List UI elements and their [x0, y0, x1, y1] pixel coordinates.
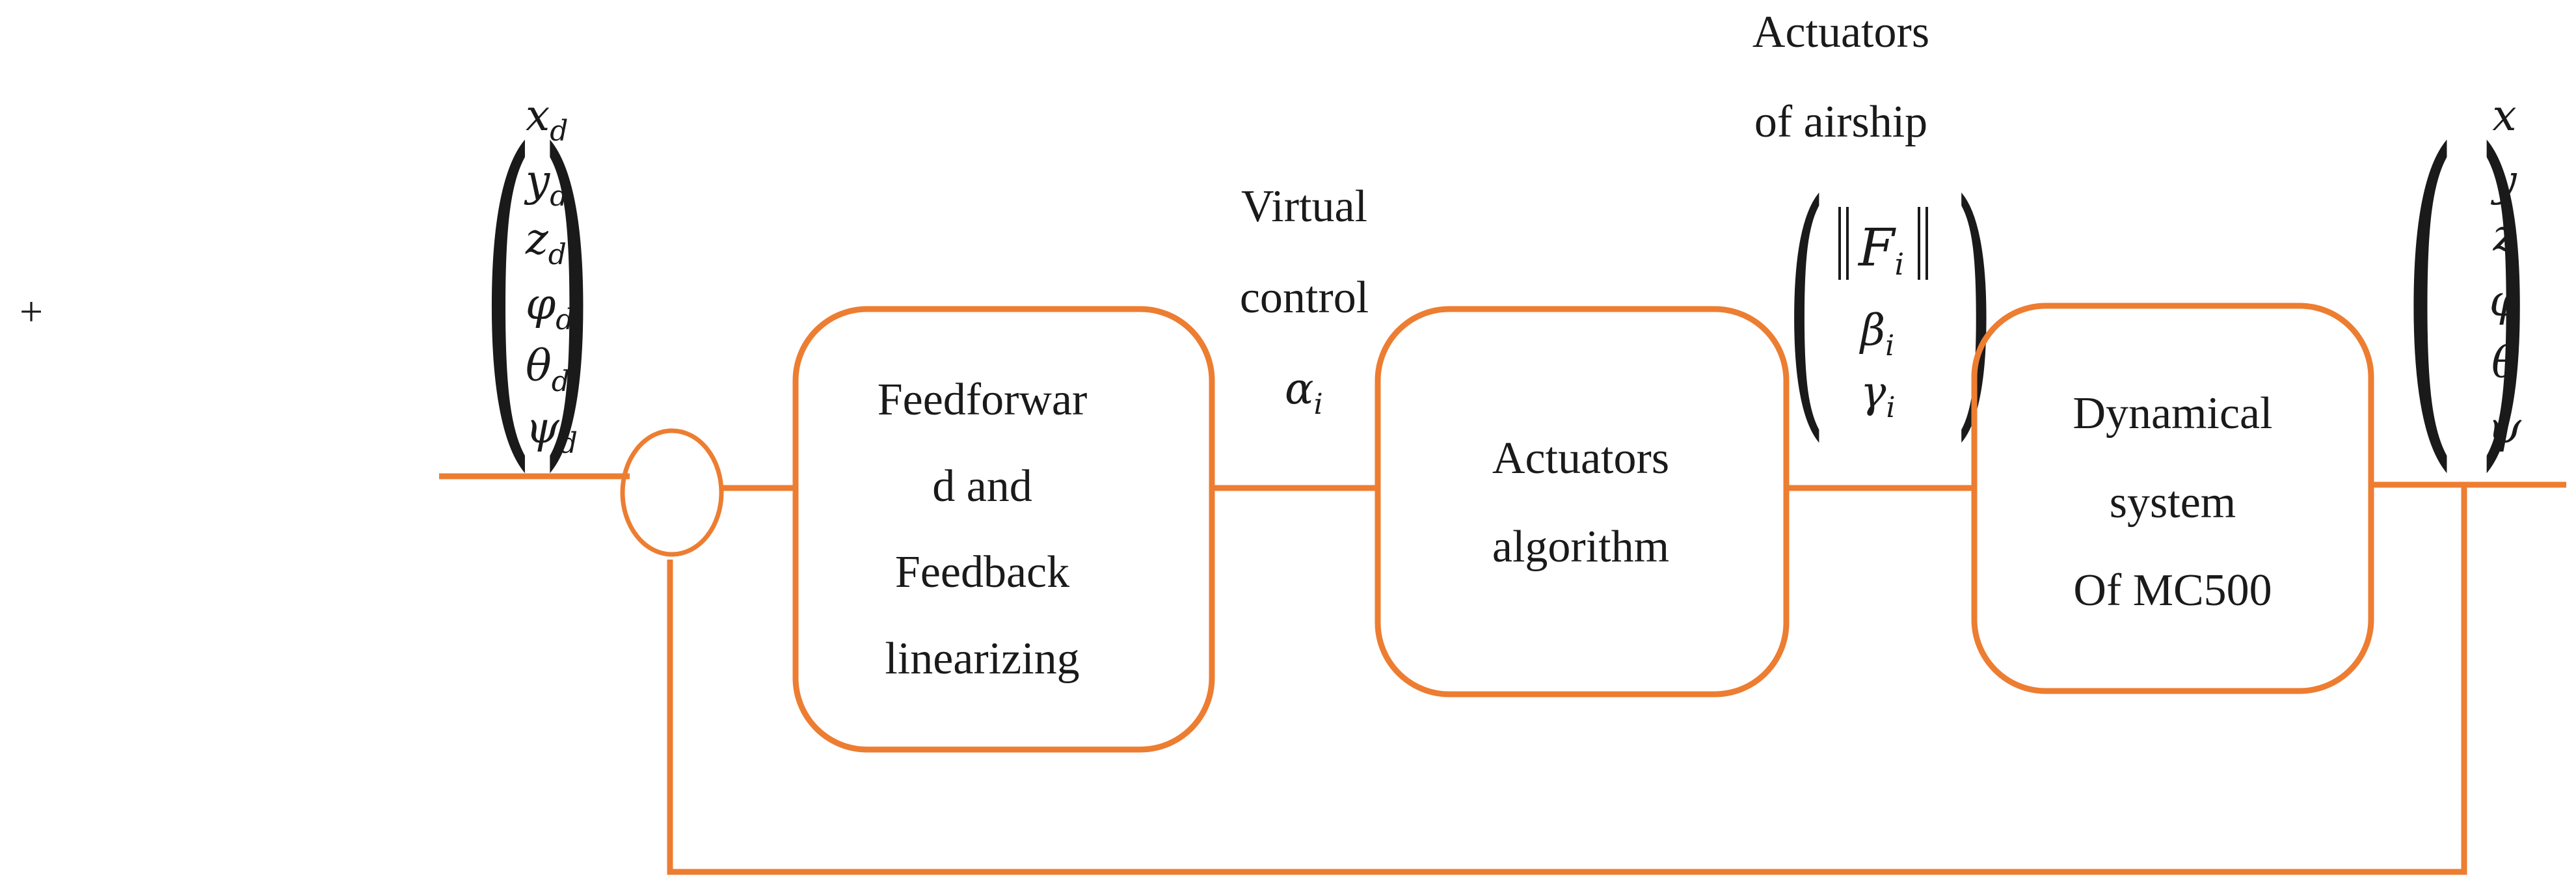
output-vector: x y z φ θ ψ [2488, 90, 2522, 453]
summing-junction [620, 428, 724, 557]
output-vector-entry: x [2492, 90, 2516, 141]
actuator-outputs-heading-line: of airship [1754, 97, 1927, 147]
output-vector-entry: y [2490, 156, 2517, 206]
actuators-block [1375, 306, 1790, 698]
dynamics-label-line: Of MC500 [2073, 565, 2272, 616]
output-vector-entry: ψ [2488, 403, 2522, 453]
feedback-line [667, 485, 2467, 875]
virtual-control-label-line: control [1240, 273, 1369, 323]
output-vector-right-paren: ) [2477, 78, 2531, 502]
virtual-control-label-line: Virtual [1241, 182, 1367, 232]
input-vector-entry: yd [524, 156, 568, 213]
output-vector-left-paren: ( [2403, 78, 2457, 502]
output-vector-entry: θ [2491, 338, 2517, 388]
actuator-vector-left-paren: ( [1786, 146, 1827, 465]
force-symbol: Fi [1857, 217, 1904, 282]
force-norm: Fi [1838, 207, 1928, 282]
input-vector-entry: ψd [526, 403, 578, 460]
input-vector-entry: zd [525, 214, 567, 271]
dynamics-label-line: system [2110, 478, 2236, 528]
input-vector-entry: φd [526, 279, 574, 336]
controller-label-line: linearizing [885, 634, 1079, 684]
input-vector: xd yd zd φd θd ψd [524, 90, 578, 460]
controller-label-line: Feedback [895, 547, 1069, 597]
controller-label-line: d and [932, 461, 1032, 511]
dynamics-label-line: Dynamical [2073, 388, 2272, 439]
input-vector-entry: xd [526, 90, 568, 148]
actuators-label-line: algorithm [1492, 522, 1669, 572]
actuator-outputs-heading-line: Actuators [1752, 7, 1929, 57]
controller-label-line: Feedforwar [878, 375, 1088, 425]
output-vector-entry: z [2493, 211, 2517, 261]
actuators-label-line: Actuators [1492, 433, 1669, 483]
actuator-output-entry: γi [1860, 367, 1896, 424]
controller-block [792, 306, 1215, 753]
actuator-output-entry: βi [1858, 305, 1894, 362]
virtual-control-symbol: αi [1285, 364, 1323, 421]
dynamics-block [1971, 303, 2374, 694]
plus-sign: + [20, 288, 43, 334]
input-vector-right-paren: ) [540, 78, 594, 502]
output-vector-entry: φ [2489, 276, 2519, 326]
input-vector-entry: θd [526, 341, 570, 398]
input-vector-left-paren: ( [481, 78, 535, 502]
